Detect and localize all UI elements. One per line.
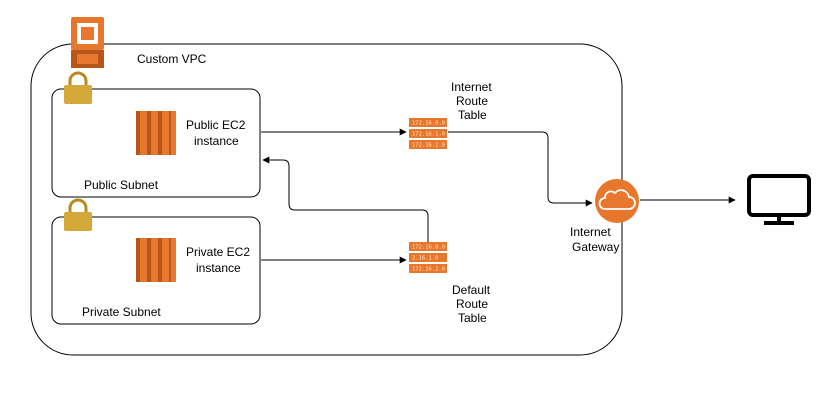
route-row: 172.16.0.0 xyxy=(412,121,445,127)
internet-gateway-label-line1: Internet xyxy=(570,225,611,239)
default-route-table-label-line3: Table xyxy=(458,311,487,325)
route-table-icon: 172.16.0.0 2.16.1.0 172.16.2.0 xyxy=(409,242,447,273)
private-ec2-label-line1: Private EC2 xyxy=(186,245,250,259)
public-ec2-label-line1: Public EC2 xyxy=(186,118,246,132)
internet-route-table-to-gateway-arrow xyxy=(448,131,593,207)
route-row: 172.16.1.0 xyxy=(412,132,445,138)
route-row: 172.16.2.0 xyxy=(412,267,445,273)
public-subnet-label: Public Subnet xyxy=(84,178,159,192)
ec2-instance-icon xyxy=(136,111,176,155)
internet-gateway-icon xyxy=(595,179,639,223)
vpc-icon xyxy=(71,17,104,68)
internet-gateway-label-line2: Gateway xyxy=(572,240,619,254)
default-route-table-label-line2: Route xyxy=(456,297,488,311)
route-row: 172.16.0.0 xyxy=(412,245,445,251)
route-row: 172.16.2.0 xyxy=(412,143,445,149)
private-ec2-label-line2: instance xyxy=(196,261,241,275)
route-row: 2.16.1.0 xyxy=(412,256,439,262)
default-route-table-label-line1: Default xyxy=(452,283,491,297)
route-table-icon: 172.16.0.0 172.16.1.0 172.16.2.0 xyxy=(409,118,447,149)
internet-route-table-label-line1: Internet xyxy=(451,80,492,94)
default-route-table-to-public-ec2-arrow xyxy=(262,156,429,242)
internet-route-table-label-line2: Route xyxy=(456,94,488,108)
private-subnet-label: Private Subnet xyxy=(82,305,161,319)
vpc-label: Custom VPC xyxy=(137,52,207,66)
internet-route-table-label-line3: Table xyxy=(458,108,487,122)
ec2-instance-icon xyxy=(136,238,176,282)
monitor-icon xyxy=(747,174,811,225)
lock-icon xyxy=(64,71,92,104)
public-ec2-label-line2: instance xyxy=(194,134,239,148)
lock-icon xyxy=(64,198,92,231)
